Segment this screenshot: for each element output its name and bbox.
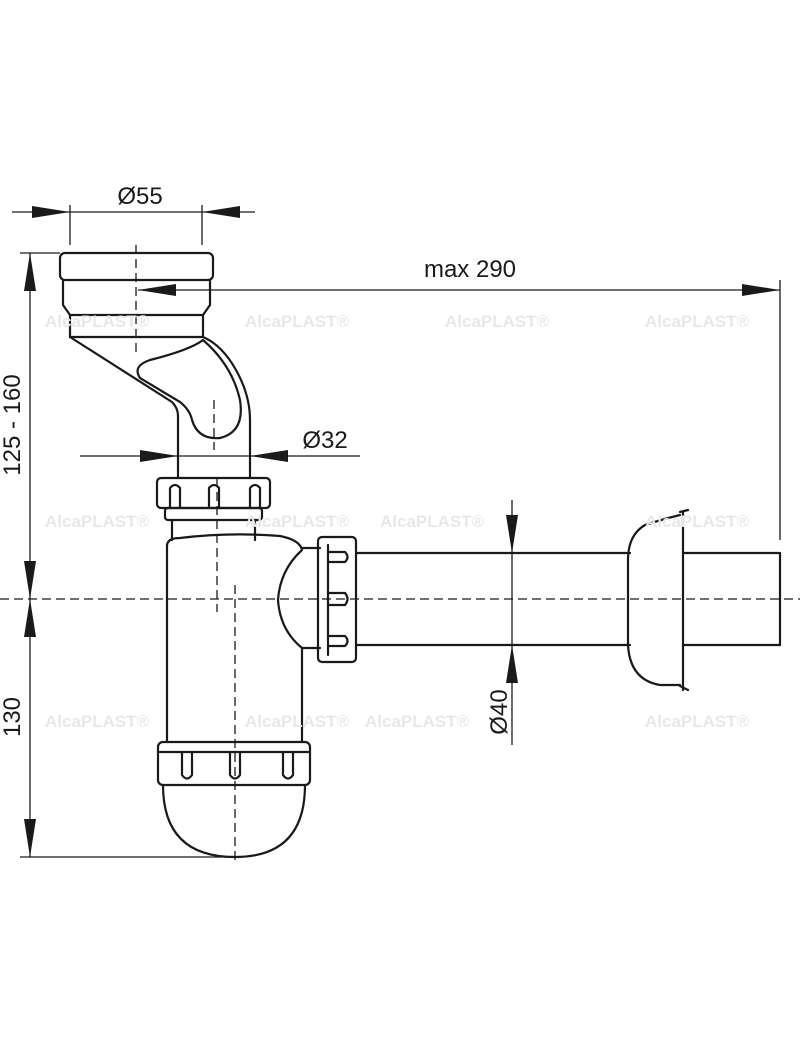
watermark: AlcaPLAST®	[245, 312, 350, 331]
inlet-diameter-label: Ø55	[117, 183, 162, 210]
dimension-max-length: max 290	[138, 256, 781, 540]
watermark: AlcaPLAST®	[645, 512, 750, 531]
watermark: AlcaPLAST®	[45, 512, 150, 531]
watermark: AlcaPLAST®	[45, 712, 150, 731]
watermark: AlcaPLAST®	[645, 312, 750, 331]
outlet-diameter-label: Ø40	[486, 689, 513, 734]
upper-nut	[155, 454, 272, 542]
lower-height-label: 130	[0, 697, 26, 737]
watermark: AlcaPLAST®	[45, 312, 150, 331]
watermark: AlcaPLAST®	[365, 712, 470, 731]
dimension-outlet-diameter: Ø40	[486, 500, 518, 745]
dimension-heights: 125 - 160 130	[0, 252, 230, 858]
watermark: AlcaPLAST®	[445, 312, 550, 331]
height-range-label: 125 - 160	[0, 374, 26, 475]
dimension-tail-diameter: Ø32	[80, 427, 360, 462]
tail-diameter-label: Ø32	[302, 427, 347, 454]
inlet-funnel	[58, 251, 252, 458]
outlet-pipe	[354, 508, 782, 692]
dimension-inlet-diameter: Ø55	[12, 183, 255, 245]
side-nut	[316, 535, 358, 664]
siphon-body	[156, 533, 322, 859]
max-length-label: max 290	[424, 256, 516, 283]
watermark: AlcaPLAST®	[245, 512, 350, 531]
watermark: AlcaPLAST®	[645, 712, 750, 731]
watermarks: AlcaPLAST® AlcaPLAST® AlcaPLAST® AlcaPLA…	[45, 312, 750, 731]
watermark: AlcaPLAST®	[380, 512, 485, 531]
watermark: AlcaPLAST®	[245, 712, 350, 731]
